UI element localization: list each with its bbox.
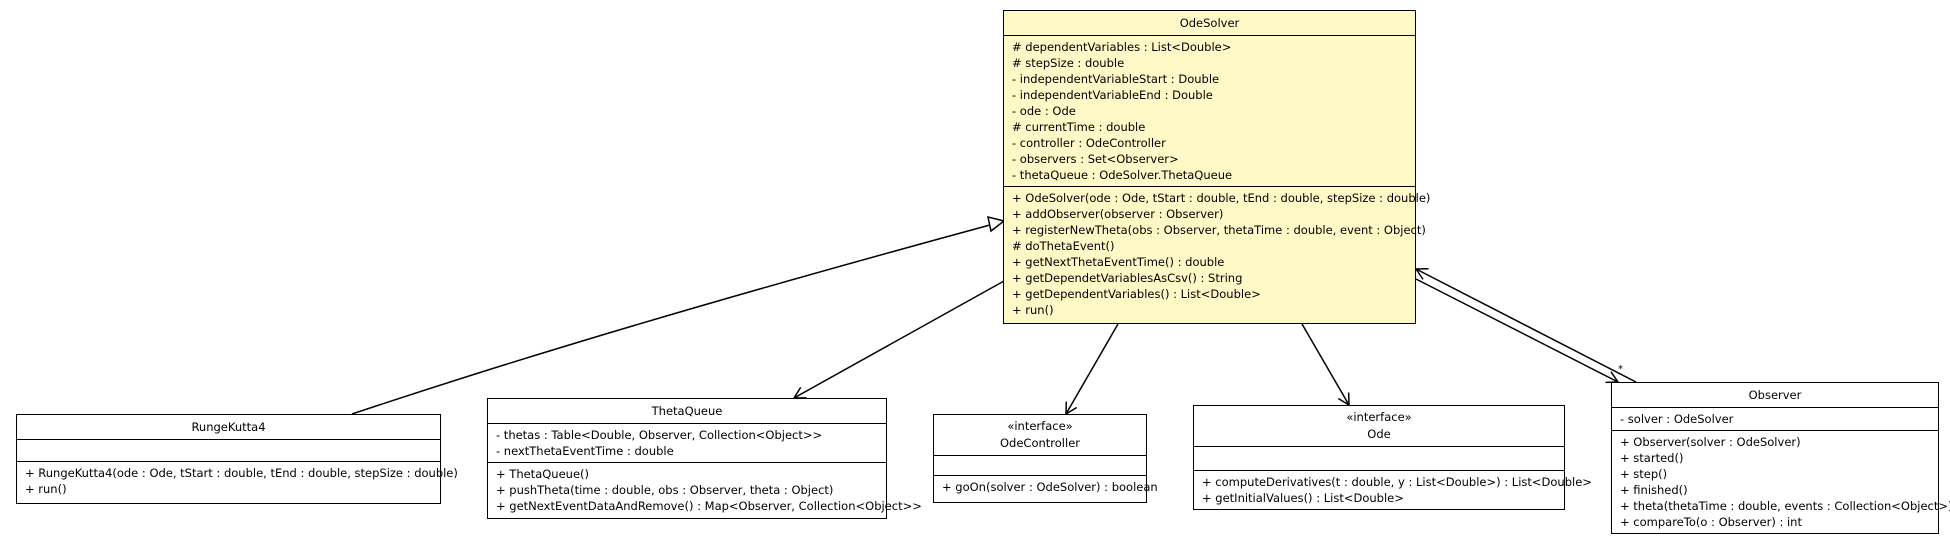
attribute: - thetas : Table<Double, Observer, Colle… — [496, 428, 823, 442]
operation: + computeDerivatives(t : double, y : Lis… — [1202, 475, 1592, 489]
class-odesolver-operations: + OdeSolver(ode : Ode, tStart : double, … — [1004, 186, 1431, 320]
attribute: - solver : OdeSolver — [1620, 412, 1734, 426]
interface-odecontroller[interactable]: «interface» OdeController + goOn(solver … — [933, 414, 1158, 503]
operation: + addObserver(observer : Observer) — [1012, 207, 1224, 221]
operation: + step() — [1620, 467, 1668, 481]
association-edge-odesolver-to-observers — [1415, 278, 1620, 384]
association-edge-ode — [1301, 323, 1350, 407]
class-odesolver-name: OdeSolver — [1179, 16, 1240, 30]
operation: + pushTheta(time : double, obs : Observe… — [496, 483, 834, 497]
attribute: - thetaQueue : OdeSolver.ThetaQueue — [1012, 168, 1233, 182]
class-observer[interactable]: Observer - solver : OdeSolver + Observer… — [1611, 382, 1950, 534]
class-thetaqueue[interactable]: ThetaQueue - thetas : Table<Double, Obse… — [487, 398, 922, 519]
operation: # doThetaEvent() — [1012, 239, 1115, 253]
attribute: - controller : OdeController — [1012, 136, 1166, 150]
interface-ode-name: Ode — [1367, 427, 1391, 441]
generalization-arrowhead — [987, 215, 1006, 233]
class-odesolver[interactable]: OdeSolver # dependentVariables : List<Do… — [1003, 10, 1431, 324]
operation: + getNextThetaEventTime() : double — [1012, 255, 1225, 269]
operation: + theta(thetaTime : double, events : Col… — [1620, 499, 1950, 513]
operation: + getDependetVariablesAsCsv() : String — [1012, 271, 1243, 285]
operation: + registerNewTheta(obs : Observer, theta… — [1012, 223, 1426, 237]
class-rungekutta4-attributes — [17, 439, 440, 461]
attribute: - observers : Set<Observer> — [1012, 152, 1179, 166]
attribute: # currentTime : double — [1012, 120, 1146, 134]
class-rungekutta4-operations: + RungeKutta4(ode : Ode, tStart : double… — [17, 461, 458, 499]
class-observer-name: Observer — [1748, 388, 1802, 402]
interface-odecontroller-operations: + goOn(solver : OdeSolver) : boolean — [934, 475, 1158, 497]
interface-ode-header: «interface» Ode — [1194, 406, 1564, 446]
attribute: # stepSize : double — [1012, 56, 1125, 70]
operation: + goOn(solver : OdeSolver) : boolean — [942, 480, 1158, 494]
operation: + run() — [1012, 303, 1054, 317]
class-odesolver-attributes: # dependentVariables : List<Double> # st… — [1004, 35, 1415, 186]
attribute: - ode : Ode — [1012, 104, 1076, 118]
interface-ode-attributes — [1194, 446, 1564, 470]
association-edge-odecontroller — [1065, 323, 1119, 416]
class-rungekutta4-name: RungeKutta4 — [191, 420, 266, 434]
interface-ode[interactable]: «interface» Ode + computeDerivatives(t :… — [1193, 405, 1592, 510]
operation: + getDependentVariables() : List<Double> — [1012, 287, 1261, 301]
operation: + compareTo(o : Observer) : int — [1620, 515, 1802, 529]
operation: + RungeKutta4(ode : Ode, tStart : double… — [25, 466, 458, 480]
operation: + finished() — [1620, 483, 1688, 497]
operation: + getInitialValues() : List<Double> — [1202, 491, 1404, 505]
class-observer-attributes: - solver : OdeSolver — [1612, 407, 1938, 430]
association-edge-observer-to-odesolver — [1414, 267, 1637, 383]
interface-ode-operations: + computeDerivatives(t : double, y : Lis… — [1194, 470, 1592, 508]
attribute: - independentVariableStart : Double — [1012, 72, 1220, 86]
operation: + Observer(solver : OdeSolver) — [1620, 435, 1801, 449]
class-observer-operations: + Observer(solver : OdeSolver) + started… — [1612, 430, 1950, 532]
class-thetaqueue-name: ThetaQueue — [651, 404, 723, 418]
attribute: - nextThetaEventTime : double — [496, 444, 674, 458]
class-thetaqueue-attributes: - thetas : Table<Double, Observer, Colle… — [488, 423, 886, 462]
interface-odecontroller-attributes — [934, 455, 1146, 475]
class-thetaqueue-operations: + ThetaQueue() + pushTheta(time : double… — [488, 462, 922, 516]
stereotype-label: «interface» — [1007, 419, 1073, 433]
attribute: - independentVariableEnd : Double — [1012, 88, 1213, 102]
association-edge-thetaqueue — [792, 280, 1005, 399]
stereotype-label: «interface» — [1346, 410, 1412, 424]
operation: + OdeSolver(ode : Ode, tStart : double, … — [1012, 191, 1431, 205]
interface-odecontroller-name: OdeController — [1000, 436, 1080, 450]
operation: + ThetaQueue() — [496, 467, 589, 481]
operation: + started() — [1620, 451, 1684, 465]
attribute: # dependentVariables : List<Double> — [1012, 40, 1232, 54]
observers-multiplicity-label: * — [1618, 364, 1623, 375]
class-rungekutta4[interactable]: RungeKutta4 + RungeKutta4(ode : Ode, tSt… — [16, 414, 458, 504]
operation: + getNextEventDataAndRemove() : Map<Obse… — [496, 499, 922, 513]
interface-odecontroller-header: «interface» OdeController — [934, 415, 1146, 455]
generalization-edge-rungekutta4 — [351, 224, 991, 415]
operation: + run() — [25, 482, 67, 496]
